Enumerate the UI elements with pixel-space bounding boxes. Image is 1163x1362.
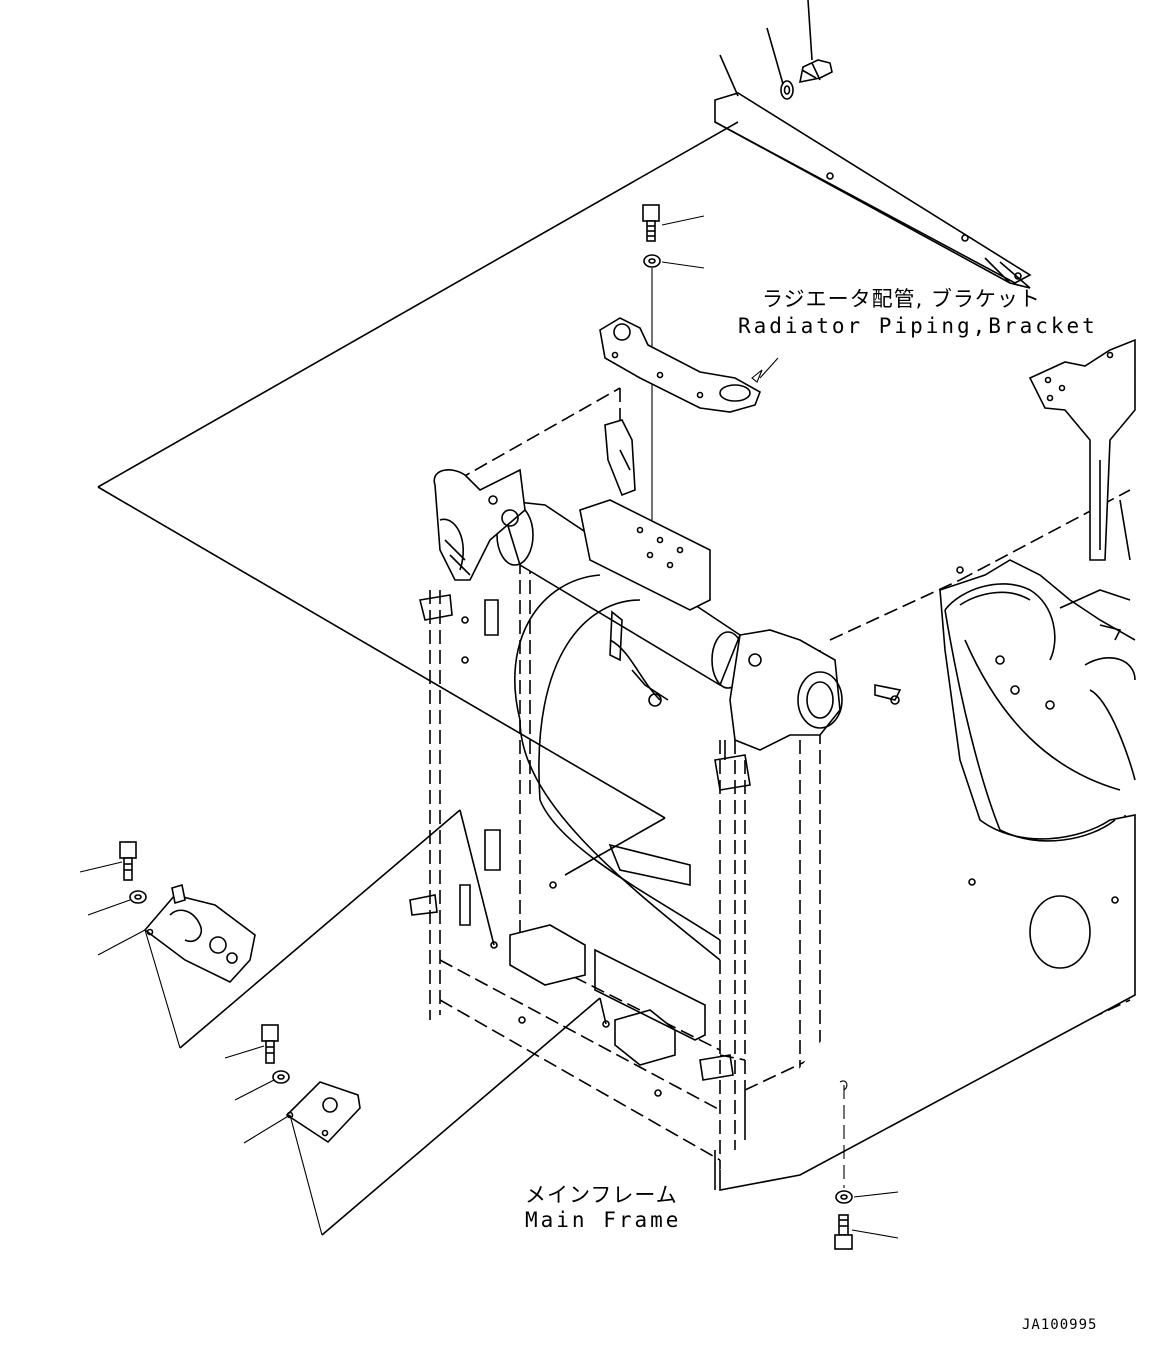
left-bolt-2 [224, 1024, 279, 1064]
left-bolt-1 [79, 841, 137, 881]
bracket-washer [643, 254, 705, 530]
left-hinge [433, 468, 526, 581]
radiator-label-jp: ラジエータ配管, ブラケット [762, 287, 1041, 311]
right-pivot [714, 629, 843, 791]
leader-lines-top [719, 0, 813, 97]
frame-inner-parts [409, 574, 902, 1097]
mainframe-label-en: Main Frame [525, 1208, 682, 1232]
top-bolt [798, 59, 833, 84]
assembly-leader-lines [97, 121, 739, 1236]
mainframe-label-jp: メインフレーム [525, 1183, 678, 1207]
bottom-bolt [834, 1214, 899, 1250]
radiator-label-en: Radiator Piping,Bracket [738, 314, 1098, 338]
bottom-washer [835, 1080, 899, 1204]
bracket-bolt [642, 204, 705, 242]
left-plate-1 [97, 883, 256, 1049]
upper-right-structure [1028, 338, 1136, 561]
radiator-bracket [599, 317, 779, 413]
top-washer [780, 80, 794, 100]
left-washer-2 [234, 1070, 290, 1101]
top-cover-plate [714, 92, 1032, 289]
left-washer-1 [87, 890, 147, 916]
drawing-code: JA100995 [1022, 1317, 1098, 1333]
main-frame [714, 559, 1136, 1191]
left-plate-2 [243, 1081, 361, 1236]
right-strut [604, 419, 636, 497]
